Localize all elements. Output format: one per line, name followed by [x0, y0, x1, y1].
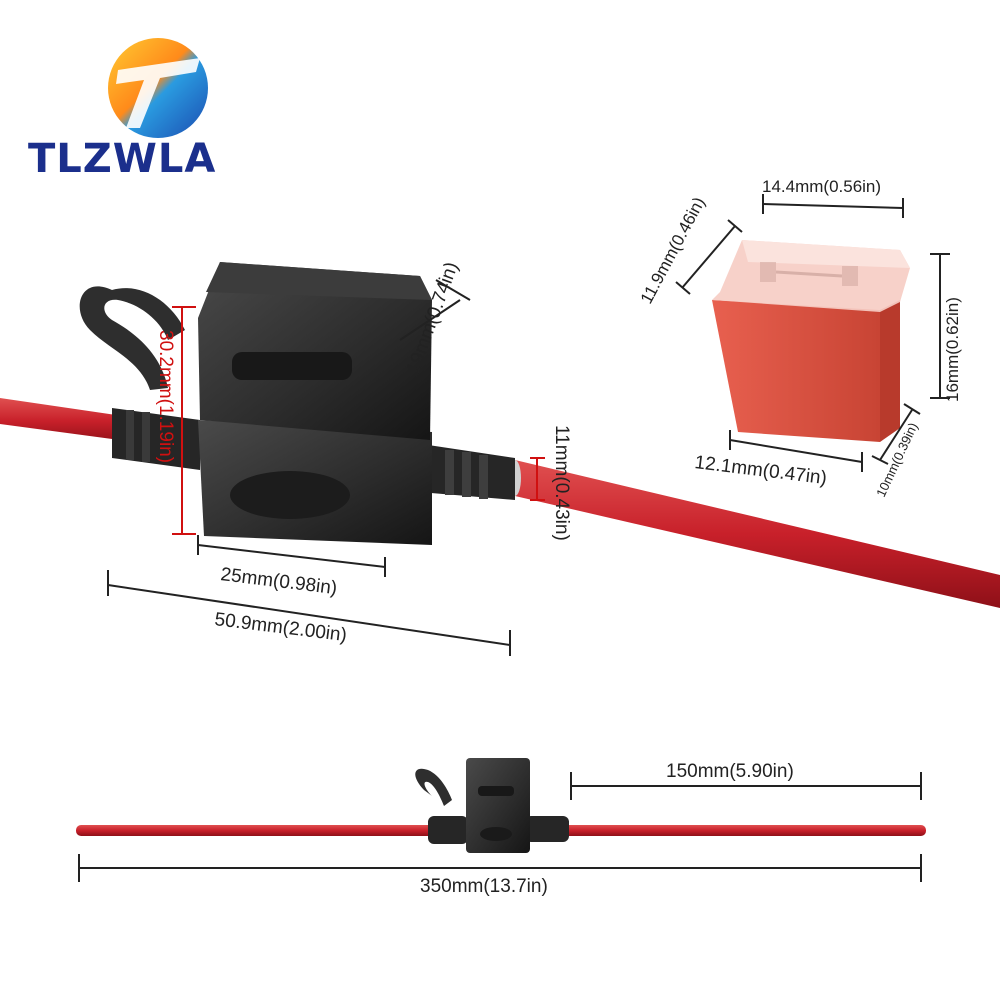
- total-wire-length-label: 350mm(13.7in): [420, 876, 548, 897]
- fuse-top-width-label: 14.4mm(0.56in): [762, 177, 881, 196]
- fuse-cartridge: [712, 240, 910, 442]
- fuse-bottom-width-label: 12.1mm(0.47in): [693, 452, 828, 489]
- fuse-height-label: 16mm(0.62in): [943, 297, 962, 402]
- full-assembly: [76, 758, 926, 853]
- brand-name: TLZWLA: [28, 136, 216, 182]
- cap-leash-tab: [79, 286, 185, 390]
- fuse-depth-label: 11.9mm(0.46in): [637, 194, 709, 307]
- holder-height-label: 30.2mm(1.19in): [155, 330, 176, 463]
- lead-length-label: 150mm(5.90in): [666, 761, 794, 782]
- brand-logo: TLZWLA: [28, 38, 216, 182]
- body-width-label: 25mm(0.98in): [219, 564, 338, 599]
- total-length-label: 50.9mm(2.00in): [213, 609, 348, 646]
- nozzle-size-label: 11mm(0.43in): [551, 425, 572, 541]
- fuse-holder-closeup: [79, 262, 515, 545]
- assembly-dimensions: 150mm(5.90in) 350mm(13.7in): [78, 761, 922, 897]
- logo-globe-icon: [108, 38, 208, 138]
